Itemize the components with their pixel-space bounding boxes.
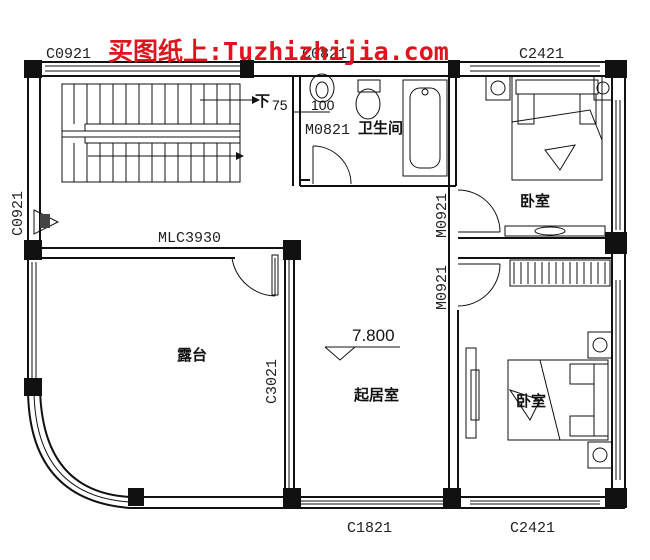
bedroom-top-label: 卧室 — [520, 192, 550, 210]
dimension-a: 75 — [272, 97, 288, 113]
window-code-bottom-mid: C1821 — [347, 520, 392, 537]
terrace-slider-code: MLC3930 — [158, 230, 221, 247]
watermark-text: 买图纸上:Tuzhizhijia.com — [108, 37, 449, 66]
bedroom-bottom-door-code: M0921 — [434, 265, 451, 310]
wardrobes — [465, 225, 611, 439]
window-lines — [31, 65, 621, 505]
bed-top — [485, 75, 613, 181]
bedroom-doors — [457, 189, 501, 307]
staircase — [61, 83, 260, 183]
structural-columns — [24, 60, 627, 508]
window-code-top-left: C0921 — [46, 46, 91, 63]
bathroom-door-code: M0821 — [305, 122, 350, 139]
interior-walls — [40, 76, 612, 505]
bathroom-fixtures — [309, 73, 448, 177]
bedroom-bottom-label: 卧室 — [516, 392, 546, 410]
window-code-top-right: C2421 — [519, 46, 564, 63]
bed-bottom — [507, 331, 613, 469]
bedroom-top-door-code: M0921 — [434, 193, 451, 238]
living-room-label: 起居室 — [353, 386, 399, 404]
elevation-marker — [324, 346, 400, 361]
dimension-b: 100 — [311, 97, 335, 113]
corner-marker — [33, 209, 60, 235]
outer-walls — [27, 61, 626, 509]
living-slider-code: C3021 — [264, 359, 281, 404]
window-code-bottom-right: C2421 — [510, 520, 555, 537]
elevation-value: 7.800 — [352, 326, 395, 345]
bathroom-label: 卫生间 — [358, 119, 403, 137]
stair-down-label: 下 — [255, 92, 270, 110]
window-code-left: C0921 — [10, 191, 27, 236]
terrace-door — [231, 254, 279, 297]
terrace-label: 露台 — [177, 346, 207, 364]
window-code-top-mid: C0821 — [302, 46, 347, 63]
